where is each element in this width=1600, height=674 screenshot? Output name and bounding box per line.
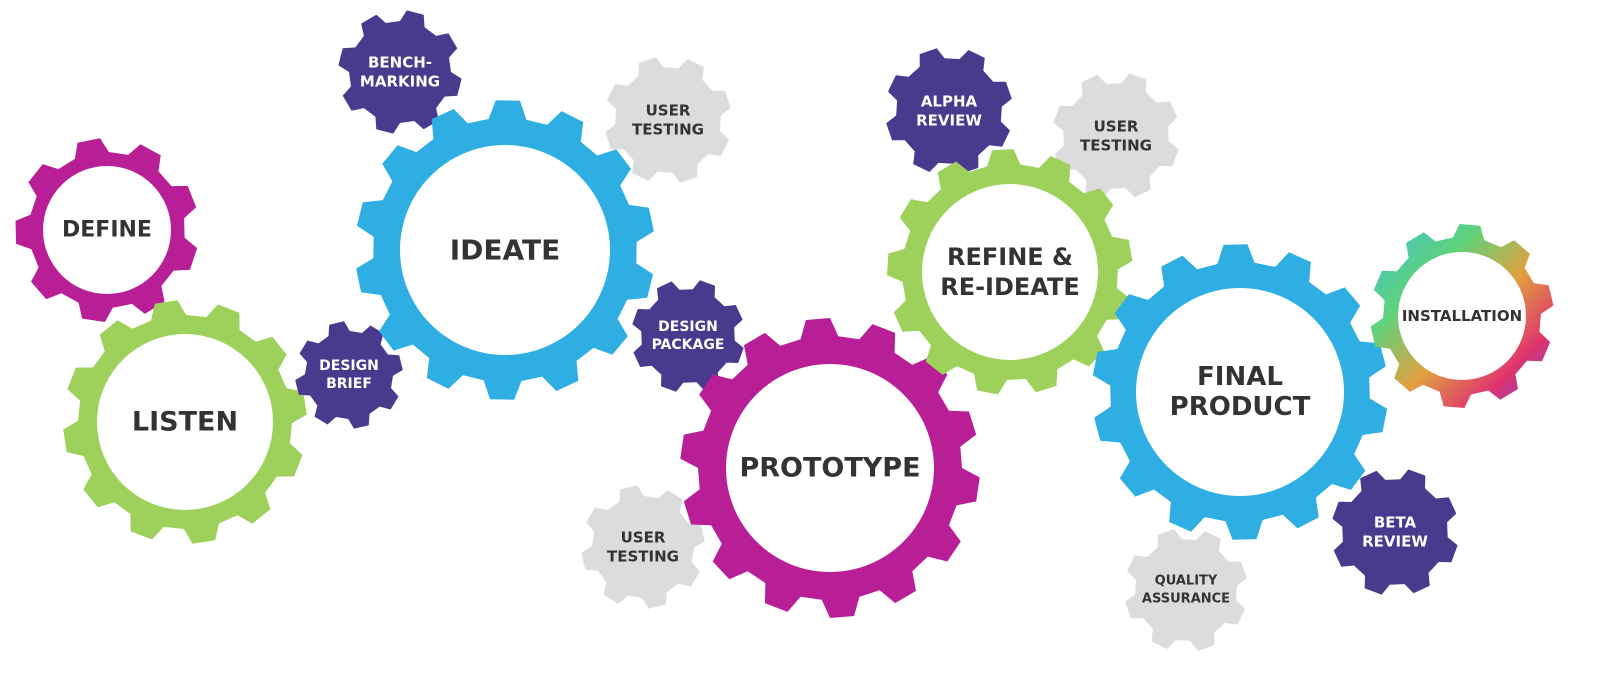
gear-alpha-review-label-line: ALPHA (921, 93, 978, 111)
gear-installation: INSTALLATION (1370, 224, 1554, 408)
gear-final-product-label-line: FINAL (1197, 362, 1283, 392)
gear-design-package: DESIGN PACKAGE (632, 280, 744, 392)
gear-user-testing-1-label-line: TESTING (632, 121, 704, 139)
gear-user-testing-3-label-line: USER (1094, 118, 1139, 136)
gear-design-package-cog (632, 280, 744, 392)
gear-refine: REFINE &RE-IDEATE (887, 149, 1133, 395)
gear-installation-center (1398, 252, 1526, 380)
gear-design-brief: DESIGN BRIEF (295, 321, 403, 429)
gear-define: DEFINE (15, 138, 198, 322)
gear-alpha-review-label-line: REVIEW (916, 112, 982, 130)
gear-define-center (43, 166, 171, 294)
gear-beta-review-cog (1332, 469, 1458, 595)
gear-benchmarking: BENCH-MARKING (338, 10, 462, 134)
gear-prototype: PROTOTYPE (680, 318, 980, 618)
gear-user-testing-2-label-line: TESTING (607, 548, 679, 566)
gear-user-testing-1-label-line: USER (646, 102, 691, 120)
gear-design-package-label-line: DESIGN (658, 319, 718, 335)
gear-quality-assurance-label-line: QUALITY (1155, 574, 1218, 589)
gear-listen: LISTEN (63, 300, 307, 544)
gear-ideate: IDEATE (356, 100, 654, 400)
gear-listen-label-line: LISTEN (132, 407, 238, 438)
gear-prototype-label-line: PROTOTYPE (739, 453, 920, 484)
gear-benchmarking-label-line: BENCH- (368, 54, 432, 72)
gear-alpha-review-cog (886, 48, 1012, 174)
gear-refine-center (922, 184, 1098, 360)
gear-design-brief-label-line: BRIEF (326, 376, 372, 392)
gear-benchmarking-cog (338, 10, 462, 134)
gear-user-testing-1-cog (605, 57, 731, 183)
gear-beta-review-label-line: REVIEW (1362, 533, 1428, 551)
gear-user-testing-2-label-line: USER (621, 529, 666, 547)
gear-user-testing-2-cog (581, 485, 705, 609)
gear-final-product-center (1136, 288, 1344, 496)
gear-user-testing-3-label-line: TESTING (1080, 137, 1152, 155)
gear-define-label-line: DEFINE (62, 218, 152, 243)
gear-quality-assurance-label-line: ASSURANCE (1142, 592, 1230, 607)
gear-prototype-center (726, 364, 934, 572)
gear-installation-label-line: INSTALLATION (1402, 307, 1522, 325)
gear-ideate-center (400, 145, 610, 355)
gear-user-testing-3-cog (1053, 73, 1179, 199)
gear-listen-center (97, 334, 273, 510)
gear-beta-review-label-line: BETA (1374, 514, 1417, 532)
gear-design-brief-label-line: DESIGN (319, 358, 379, 374)
gear-design-package-label-line: PACKAGE (652, 337, 725, 353)
gear-ideate-label-line: IDEATE (450, 234, 561, 267)
gear-quality-assurance-cog (1125, 529, 1247, 651)
gear-final-product-label-line: PRODUCT (1170, 392, 1311, 422)
gear-design-brief-cog (295, 321, 403, 429)
gear-benchmarking-label-line: MARKING (360, 73, 440, 91)
gear-refine-label-line: RE-IDEATE (940, 273, 1080, 301)
gear-refine-label-line: REFINE & (947, 243, 1073, 271)
gear-quality-assurance: QUALITY ASSURANCE (1125, 529, 1247, 651)
